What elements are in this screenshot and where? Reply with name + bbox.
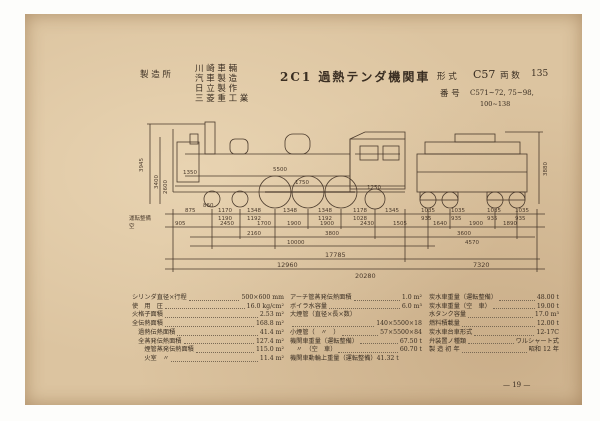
spec-row: 大煙管（直径×長×数） — [290, 311, 357, 319]
locomotive-drawing: 3945 3400 2600 3880 5500 1350 860 1750 1… — [129, 121, 549, 280]
spec-row: 140×5500×18 — [290, 320, 422, 329]
dim-row1-3: 1348 — [247, 208, 261, 214]
dim-row1b-1: 1190 — [218, 216, 232, 222]
dim-tender-height: 3880 — [543, 162, 549, 176]
track-label-2: 空 — [129, 222, 135, 230]
dim-row1-4: 1348 — [283, 208, 297, 214]
dim-row2-2: 2450 — [220, 221, 234, 227]
dim-height: 3945 — [139, 158, 145, 172]
spec-row: 炭水車重量（空 車）19.00 t — [429, 302, 559, 310]
dim-row2-tender-1: 1640 — [433, 221, 447, 227]
dim-row2-5: 1900 — [320, 221, 334, 227]
dim-wheelbase: 17785 — [325, 251, 346, 259]
dim-tender-3: 1035 — [487, 208, 501, 214]
count-value: 135 — [531, 69, 549, 79]
spec-row: 弁装置ノ種類ワルシャート式 — [429, 337, 559, 345]
dim-row1b-2: 1192 — [247, 216, 261, 222]
dim-row2-7: 1505 — [393, 221, 407, 227]
dim-row1b-4: 1028 — [353, 216, 367, 222]
number-line-2: 100~138 — [480, 100, 511, 108]
dim-wheel-lead: 860 — [203, 203, 214, 209]
dim-tender-b-1: 935 — [421, 216, 432, 222]
makers-label: 製 造 所 — [140, 70, 171, 80]
track-label-1: 運転整備 — [129, 214, 152, 222]
dim-row1-7: 1345 — [385, 208, 399, 214]
dim-tender-b-4: 935 — [515, 216, 526, 222]
type-value: C57 — [473, 68, 496, 81]
dim-tender-b-3: 935 — [487, 216, 498, 222]
spec-row: 機関車動輪上重量（運転整備）41.32 t — [290, 354, 399, 362]
dim-boiler-length: 5500 — [273, 167, 287, 173]
dim-height-2: 3400 — [154, 175, 160, 189]
number-label: 番 号 — [440, 89, 460, 99]
dim-tender-1: 1035 — [421, 208, 435, 214]
number-line-1: C571~72, 75~98, — [470, 89, 534, 97]
dim-row1-6: 1178 — [353, 208, 367, 214]
spec-row: 炭水車重量（運転整備）48.00 t — [429, 294, 559, 301]
dim-row2-6: 2430 — [360, 221, 374, 227]
document-page: 製 造 所 川 崎 車 輛 汽 車 製 造 日 立 製 作 三 菱 重 工 業 … — [25, 14, 582, 405]
dim-row4: 10000 — [287, 240, 305, 246]
document-title: 2C1 過熱テンダ機関車 — [280, 70, 431, 84]
type-label: 形 式 — [437, 72, 457, 82]
spec-row: 〃 （空 車）60.70 t — [290, 346, 422, 354]
dim-wheel-driving: 1750 — [295, 180, 309, 186]
dim-wheel-trailing: 1250 — [367, 185, 381, 191]
dim-row2-4: 1900 — [287, 221, 301, 227]
dim-total: 20280 — [355, 272, 376, 280]
dim-row3-3: 3600 — [457, 231, 471, 237]
dim-cyl: 1350 — [183, 170, 197, 176]
dim-tender-4: 1035 — [515, 208, 529, 214]
spec-row: 火室 〃11.4 m² — [132, 354, 284, 362]
dim-row1-1: 875 — [185, 208, 196, 214]
dim-row2-3: 1700 — [257, 221, 271, 227]
dim-tender-wheel: 4570 — [465, 240, 479, 246]
spec-column-3: 炭水車重量（運転整備）48.00 t 炭水車重量（空 車）19.00 t 水タン… — [429, 294, 559, 355]
maker-1: 川 崎 車 輛 — [195, 64, 238, 74]
dim-row1-5: 1348 — [318, 208, 332, 214]
dim-row1b-3: 1192 — [318, 216, 332, 222]
maker-4: 三 菱 重 工 業 — [195, 94, 249, 104]
dim-row3-2: 3800 — [325, 231, 339, 237]
dim-tender-b-2: 935 — [451, 216, 462, 222]
dim-row2-tender-3: 1890 — [503, 221, 517, 227]
dim-row3-1: 2160 — [247, 231, 261, 237]
dim-tender-2: 1035 — [451, 208, 465, 214]
page-number: — 19 — — [503, 381, 531, 389]
dim-tender-len: 7320 — [473, 261, 490, 269]
dim-row1-2: 1170 — [218, 208, 232, 214]
spec-row: 製 造 初 年昭和 12 年 — [429, 346, 559, 354]
dim-row2-tender-2: 1900 — [469, 221, 483, 227]
maker-3: 日 立 製 作 — [195, 84, 238, 94]
dim-row5: 12960 — [277, 261, 298, 269]
count-label: 両 数 — [500, 71, 520, 81]
spec-row: 小煙管（ 〃 ）57×5500×84 — [290, 328, 422, 336]
dim-row2-1: 905 — [175, 221, 186, 227]
spec-row: 機関車重量（運転整備）67.50 t — [290, 337, 422, 345]
maker-2: 汽 車 製 造 — [195, 74, 238, 84]
dim-boiler-pitch: 2600 — [163, 180, 169, 194]
